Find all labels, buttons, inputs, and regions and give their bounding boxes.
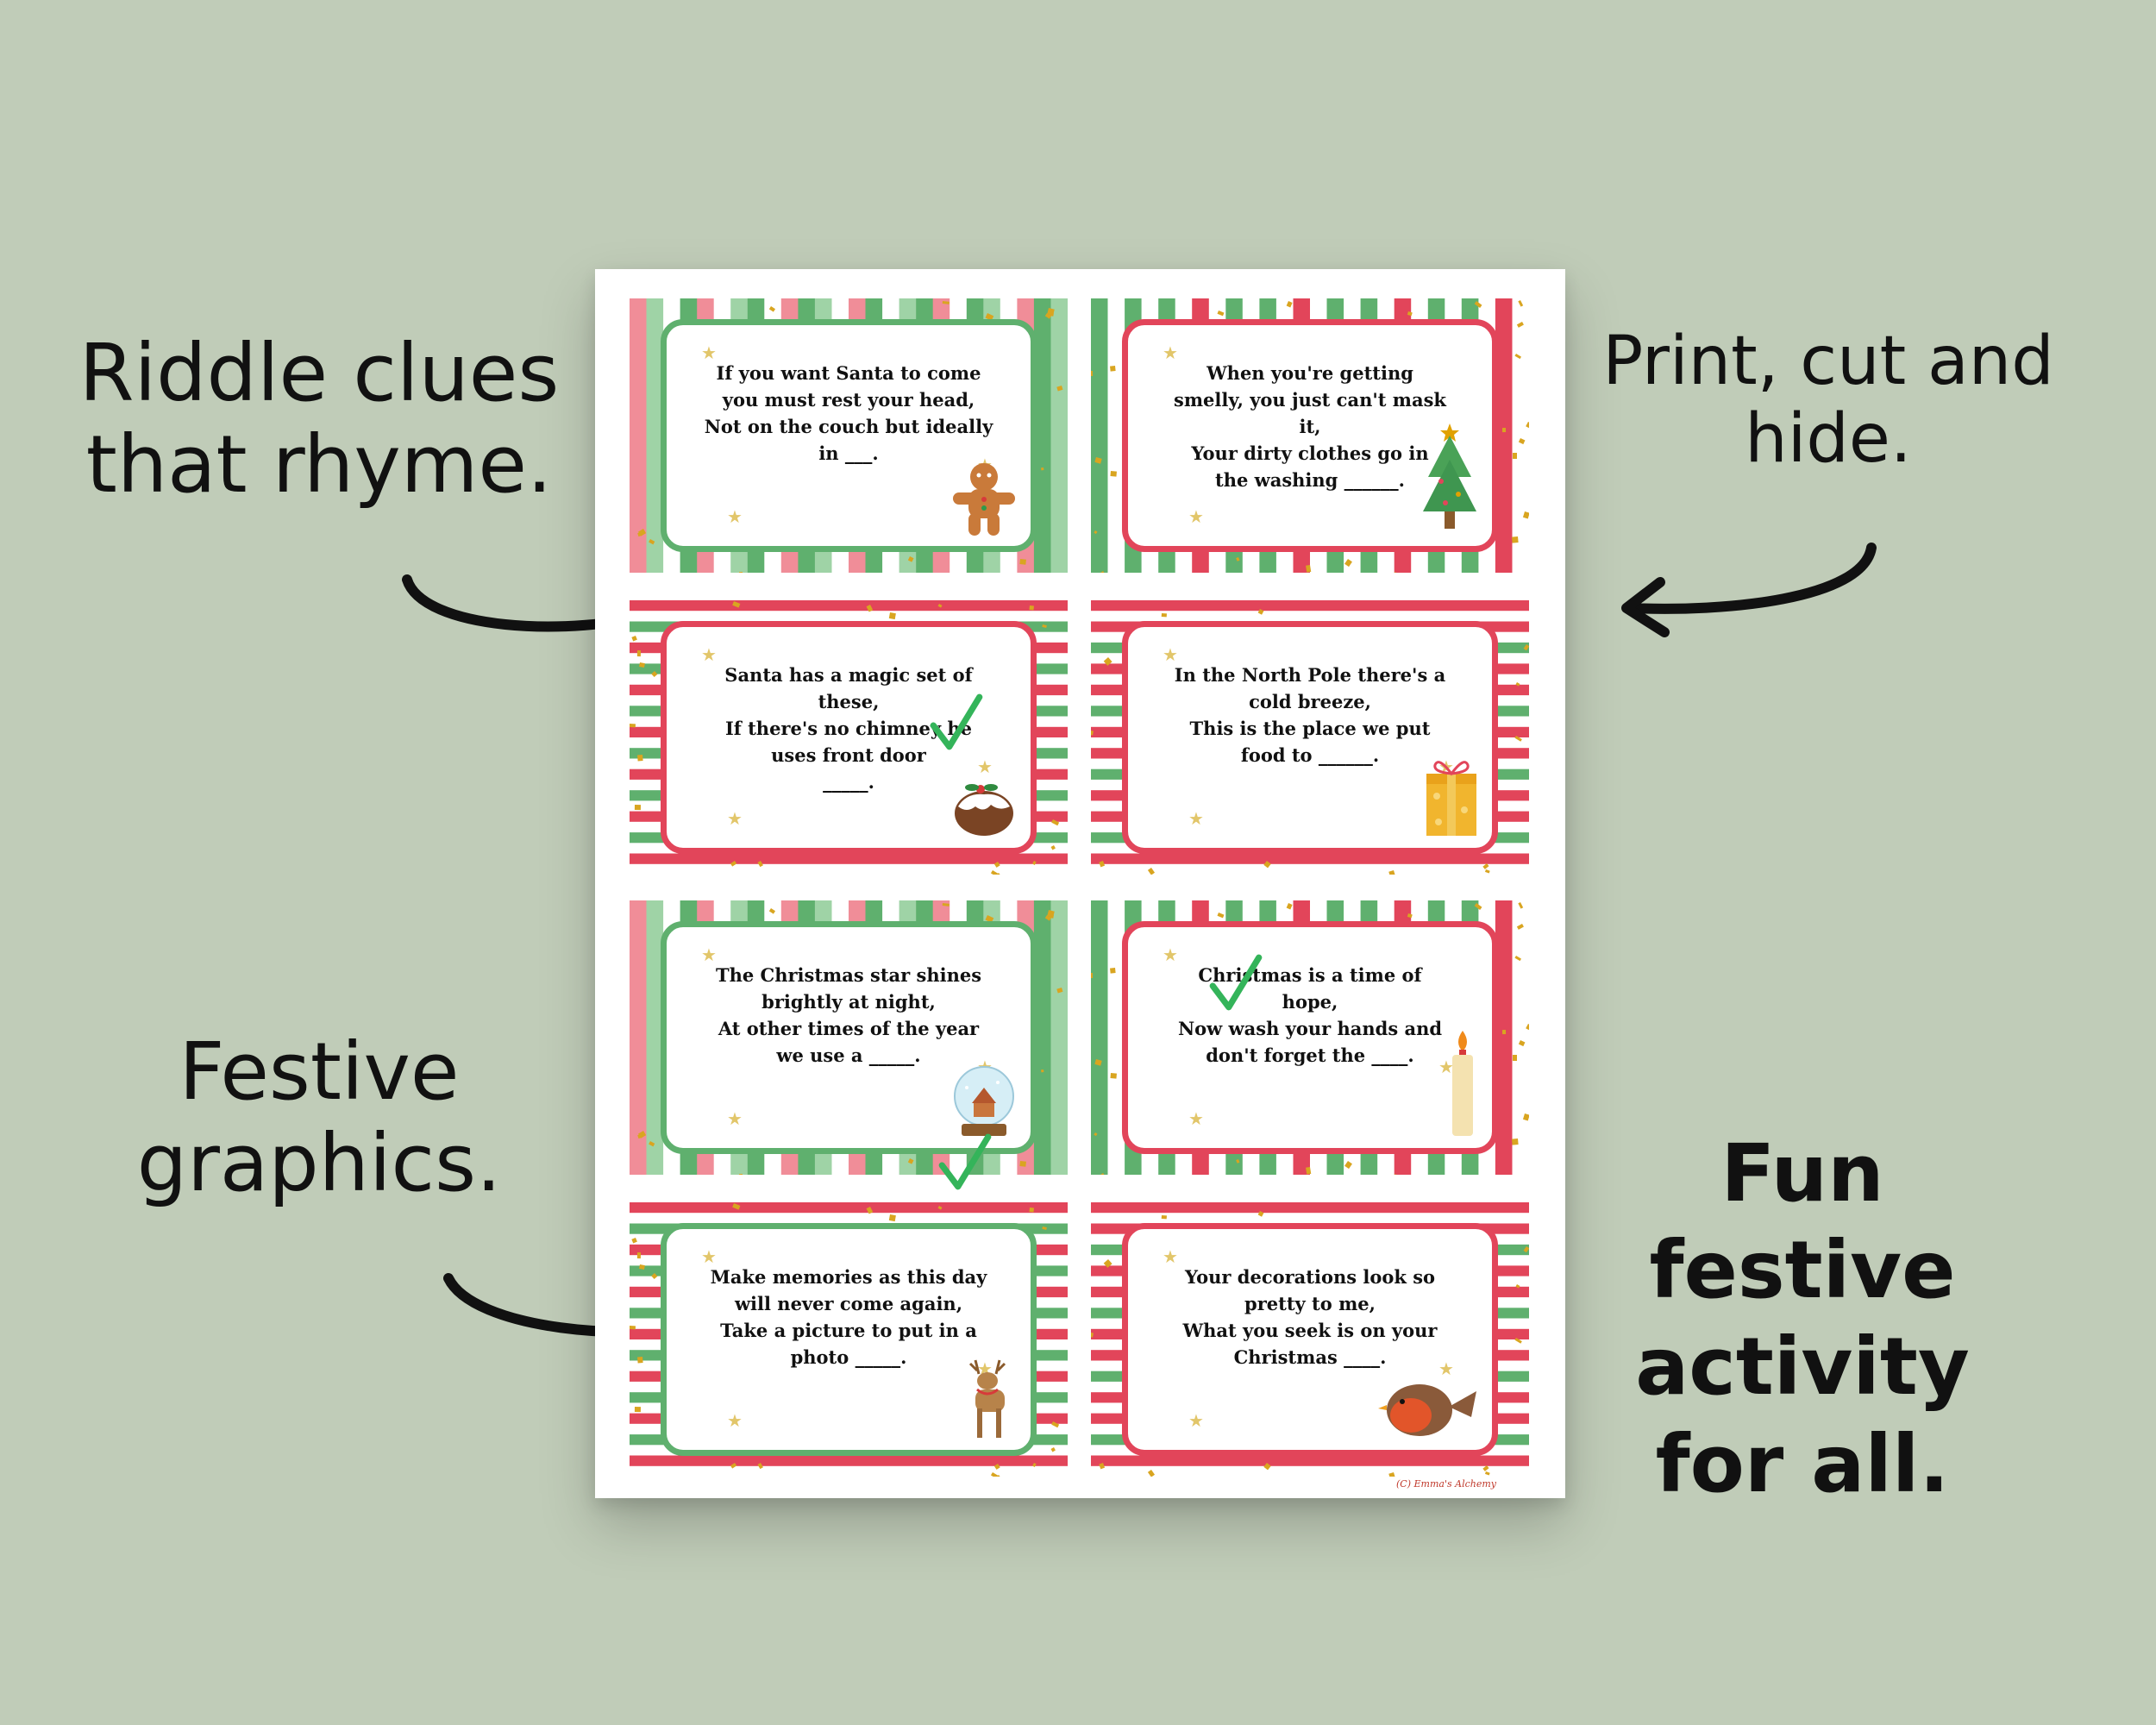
riddle-text: Your decorations look so pretty to me, W… (1182, 1266, 1438, 1368)
checkmark-icon (930, 693, 983, 750)
gift-box-icon (1423, 753, 1480, 843)
riddle-text: Christmas is a time of hope, Now wash yo… (1177, 964, 1443, 1066)
candle-icon (1445, 1027, 1480, 1143)
riddle-text: The Christmas star shines brightly at ni… (715, 964, 982, 1066)
card-inner: Christmas is a time of hope, Now wash yo… (1122, 921, 1498, 1154)
robin-icon (1376, 1372, 1480, 1445)
callout-print-cut-hide: Print, cut and hide. (1587, 323, 2070, 478)
riddle-card: In the North Pole there's a cold breeze,… (1091, 600, 1529, 875)
riddle-card: If you want Santa to come you must rest … (630, 298, 1068, 573)
checkmark-icon (1209, 954, 1263, 1011)
card-inner: The Christmas star shines brightly at ni… (661, 921, 1037, 1154)
gingerbread-icon (950, 460, 1018, 541)
riddle-card: Your decorations look so pretty to me, W… (1091, 1202, 1529, 1477)
arrow-print-icon (1621, 543, 1877, 637)
callout-text: Riddle clues that rhyme. (78, 327, 560, 511)
riddle-card: Make memories as this day will never com… (630, 1202, 1068, 1477)
riddle-card: The Christmas star shines brightly at ni… (630, 900, 1068, 1175)
riddle-card-sheet: If you want Santa to come you must rest … (595, 269, 1565, 1498)
card-inner: If you want Santa to come you must rest … (661, 319, 1037, 552)
callout-text: Festive graphics. (136, 1026, 502, 1209)
riddle-card: When you're getting smelly, you just can… (1091, 298, 1529, 573)
card-inner: Your decorations look so pretty to me, W… (1122, 1223, 1498, 1456)
reindeer-icon (958, 1355, 1018, 1445)
callout-text: Print, cut and hide. (1602, 323, 2054, 478)
riddle-text: If you want Santa to come you must rest … (704, 362, 993, 464)
callout-fun-activity: Fun festive activity for all. (1613, 1126, 1992, 1513)
christmas-pudding-icon (950, 770, 1018, 843)
christmas-tree-icon (1420, 417, 1480, 541)
riddle-card: Christmas is a time of hope, Now wash yo… (1091, 900, 1529, 1175)
card-inner: Santa has a magic set of these, If there… (661, 621, 1037, 854)
riddle-text: Santa has a magic set of these, If there… (724, 664, 973, 793)
callout-text: Fun festive activity for all. (1635, 1127, 1970, 1510)
card-inner: When you're getting smelly, you just can… (1122, 319, 1498, 552)
checkmark-icon (938, 1133, 992, 1190)
callout-riddle-clues: Riddle clues that rhyme. (52, 328, 586, 511)
card-inner: In the North Pole there's a cold breeze,… (1122, 621, 1498, 854)
riddle-text: When you're getting smelly, you just can… (1174, 362, 1446, 491)
riddle-text: In the North Pole there's a cold breeze,… (1174, 664, 1446, 766)
riddle-text: Make memories as this day will never com… (710, 1266, 987, 1368)
snow-globe-icon (950, 1062, 1018, 1143)
riddle-card: Santa has a magic set of these, If there… (630, 600, 1068, 875)
credit-text: (C) Emma's Alchemy (1396, 1478, 1496, 1490)
callout-festive-graphics: Festive graphics. (112, 1026, 526, 1209)
card-inner: Make memories as this day will never com… (661, 1223, 1037, 1456)
